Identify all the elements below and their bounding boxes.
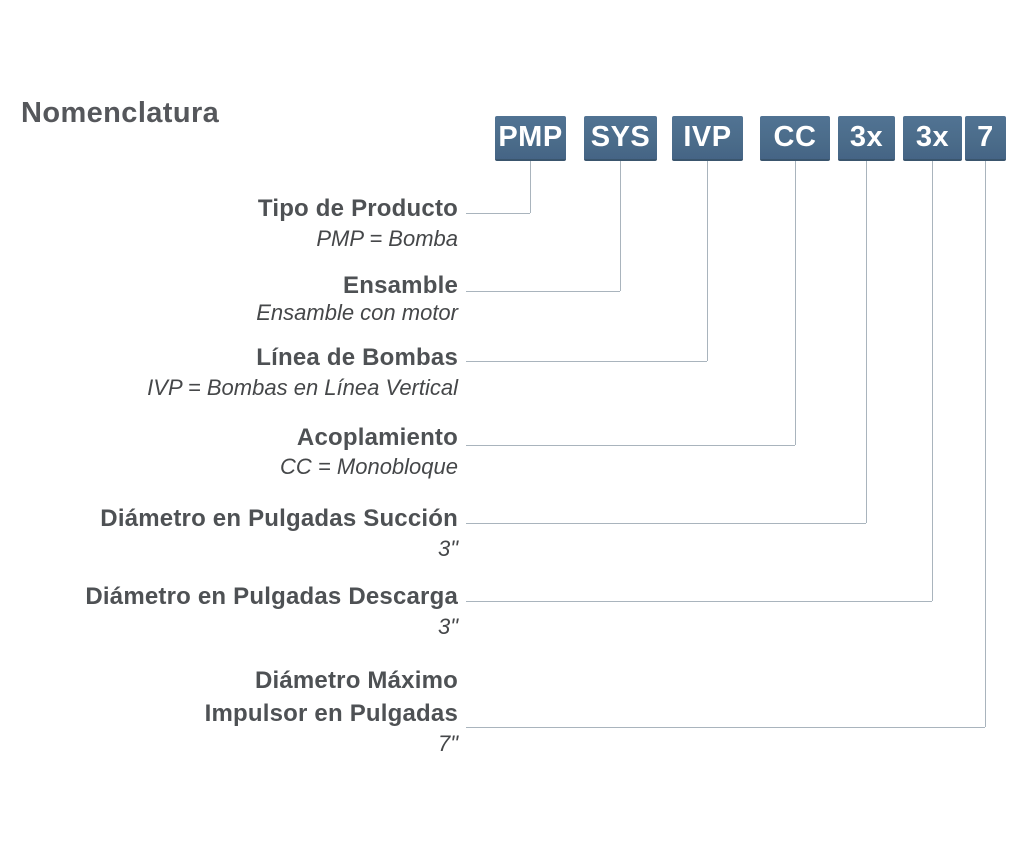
code-box-cc: CC <box>760 116 830 161</box>
label-diametro-succion: Diámetro en Pulgadas Succión <box>100 505 458 532</box>
connector-line-vertical <box>620 161 621 291</box>
label-linea-de-bombas: Línea de Bombas <box>256 344 458 371</box>
label-diametro-maximo-line2: Impulsor en Pulgadas <box>204 700 458 727</box>
connector-line-vertical <box>985 161 986 727</box>
value-ensamble: Ensamble con motor <box>256 300 458 325</box>
label-tipo-de-producto: Tipo de Producto <box>257 195 458 222</box>
code-box-pmp: PMP <box>495 116 566 161</box>
value-acoplamiento: CC = Monobloque <box>280 454 458 479</box>
connector-line-horizontal <box>466 727 985 728</box>
value-diametro-maximo: 7" <box>437 731 458 756</box>
label-diametro-descarga: Diámetro en Pulgadas Descarga <box>85 583 458 610</box>
code-box-discharge-size: 3x <box>903 116 962 161</box>
connector-line-vertical <box>932 161 933 601</box>
code-box-sys: SYS <box>584 116 657 161</box>
connector-line-horizontal <box>466 361 707 362</box>
label-diametro-maximo-line1: Diámetro Máximo <box>254 667 458 694</box>
connector-line-vertical <box>530 161 531 213</box>
connector-line-horizontal <box>466 291 620 292</box>
connector-line-horizontal <box>466 523 866 524</box>
value-linea-de-bombas: IVP = Bombas en Línea Vertical <box>147 375 458 400</box>
connector-line-horizontal <box>466 601 932 602</box>
label-ensamble: Ensamble <box>343 272 458 299</box>
connector-line-horizontal <box>466 445 795 446</box>
code-box-impeller-size: 7 <box>965 116 1006 161</box>
page-title: Nomenclatura <box>21 97 220 129</box>
code-box-suction-size: 3x <box>838 116 895 161</box>
value-diametro-descarga: 3" <box>437 614 458 639</box>
value-diametro-succion: 3" <box>437 536 458 561</box>
label-acoplamiento: Acoplamiento <box>296 424 458 451</box>
connector-line-vertical <box>795 161 796 445</box>
connector-line-horizontal <box>466 213 530 214</box>
connector-line-vertical <box>866 161 867 523</box>
value-tipo-de-producto: PMP = Bomba <box>316 226 458 251</box>
connector-line-vertical <box>707 161 708 361</box>
code-box-ivp: IVP <box>672 116 743 161</box>
